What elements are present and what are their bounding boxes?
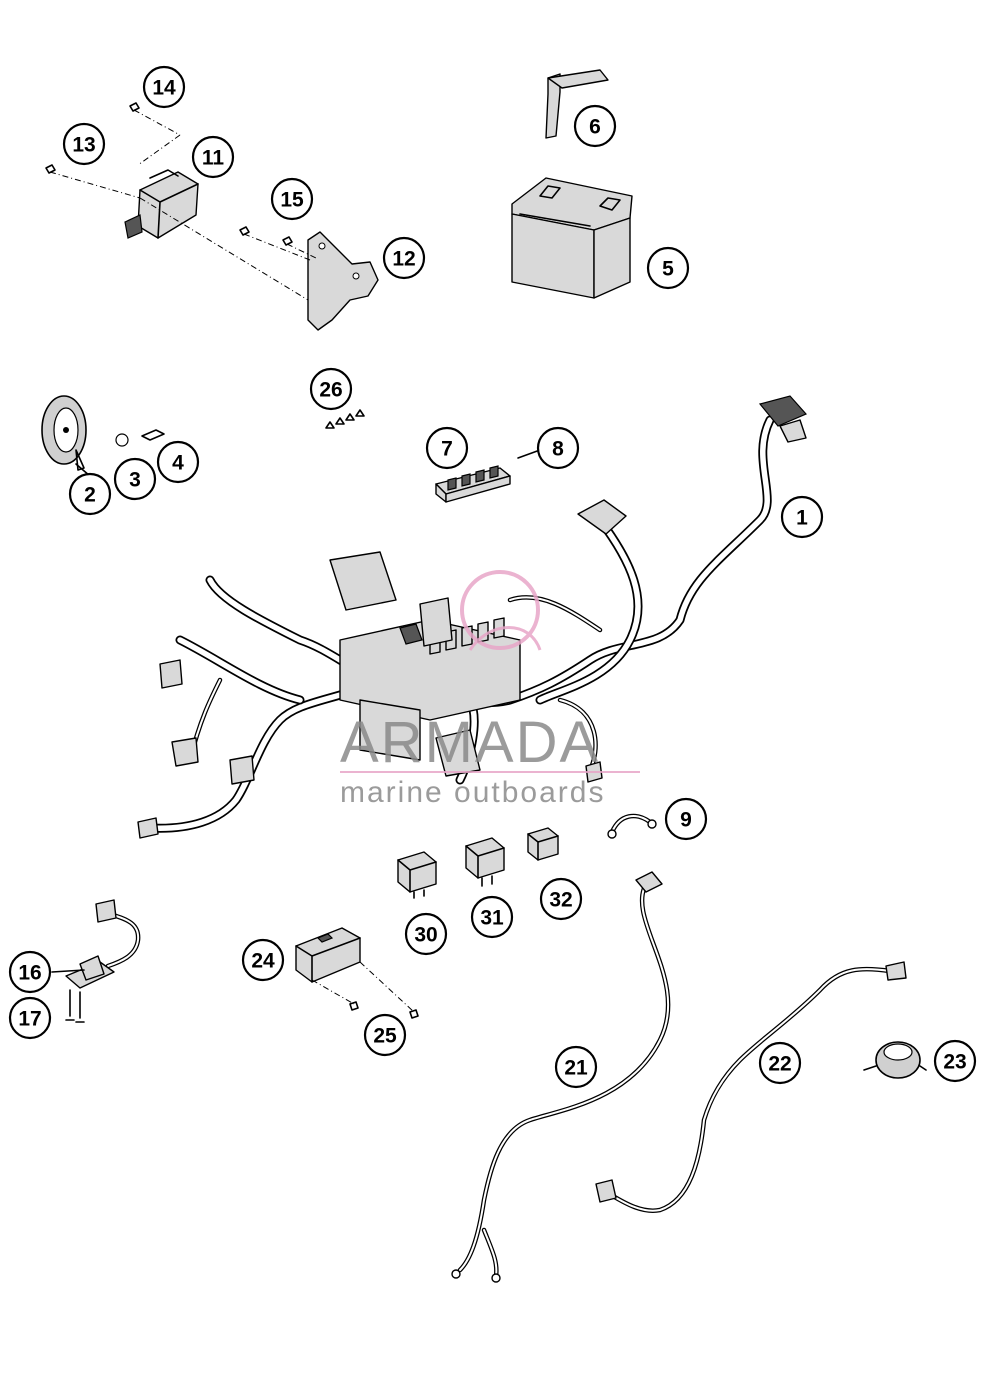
callout-label: 7	[441, 438, 453, 461]
cable-22-part	[595, 961, 907, 1213]
relay-32-part	[527, 827, 559, 861]
callout-label: 32	[549, 889, 572, 912]
callout-label: 12	[392, 248, 415, 271]
callout-1: 1	[780, 495, 824, 539]
callout-label: 23	[943, 1051, 966, 1074]
callout-6: 6	[573, 104, 617, 148]
callout-5: 5	[646, 246, 690, 290]
callout-26: 26	[309, 367, 353, 411]
callout-17: 17	[8, 996, 52, 1040]
horn-part	[41, 395, 165, 471]
battery-strap-part	[545, 69, 609, 139]
callout-12: 12	[382, 236, 426, 280]
relay-30-part	[397, 851, 437, 899]
callout-label: 3	[129, 469, 141, 492]
callout-label: 31	[480, 907, 504, 930]
callout-21: 21	[554, 1045, 598, 1089]
relay-31-part	[465, 837, 505, 887]
callout-13: 13	[62, 122, 106, 166]
callout-9: 9	[664, 797, 708, 841]
clips-part	[325, 409, 365, 429]
callout-label: 25	[373, 1025, 397, 1048]
bolts-13-14-15	[45, 102, 317, 301]
callout-11: 11	[191, 135, 235, 179]
mounting-bracket-part	[307, 231, 379, 331]
watermark-logo-ring	[460, 570, 540, 650]
callout-14: 14	[142, 65, 186, 109]
control-unit-part	[124, 169, 199, 239]
callout-label: 26	[319, 379, 342, 402]
callout-label: 22	[768, 1053, 791, 1076]
module-24-part	[295, 927, 419, 1019]
watermark-tagline: marine outboards	[340, 776, 605, 809]
main-harness-part	[137, 395, 808, 839]
callout-label: 11	[202, 147, 225, 170]
callout-label: 5	[662, 258, 674, 281]
solenoid-23-part	[863, 1041, 927, 1079]
callout-label: 30	[414, 924, 437, 947]
callout-3: 3	[113, 457, 157, 501]
callout-label: 14	[152, 77, 176, 100]
callout-7: 7	[425, 426, 469, 470]
callout-label: 8	[552, 438, 564, 461]
callout-label: 24	[251, 950, 275, 973]
callout-31: 31	[470, 895, 514, 939]
ground-lead-part	[607, 813, 657, 839]
callout-label: 6	[589, 116, 601, 139]
callout-23: 23	[933, 1039, 977, 1083]
cable-21-part	[451, 871, 671, 1283]
callout-label: 2	[84, 484, 96, 507]
callout-label: 16	[18, 962, 41, 985]
callout-24: 24	[241, 938, 285, 982]
callout-label: 1	[796, 507, 808, 530]
callout-16: 16	[8, 950, 52, 994]
battery-part	[511, 177, 633, 299]
callout-22: 22	[758, 1041, 802, 1085]
callout-2: 2	[68, 472, 112, 516]
callout-30: 30	[404, 912, 448, 956]
callout-label: 9	[680, 809, 692, 832]
callout-4: 4	[156, 440, 200, 484]
callout-25: 25	[363, 1013, 407, 1057]
sensor-16-part	[65, 899, 141, 1023]
callout-32: 32	[539, 877, 583, 921]
fuse-box-part	[435, 465, 511, 503]
watermark-logo-swirl	[468, 626, 542, 651]
callout-label: 4	[172, 452, 184, 475]
watermark: ARMADA marine outboards	[340, 570, 640, 809]
callout-label: 13	[72, 134, 95, 157]
callout-label: 21	[564, 1057, 588, 1080]
callout-15: 15	[270, 177, 314, 221]
watermark-brand: ARMADA	[340, 710, 600, 775]
callout-8: 8	[536, 426, 580, 470]
callout-label: 17	[18, 1008, 41, 1031]
callout-label: 15	[280, 189, 304, 212]
